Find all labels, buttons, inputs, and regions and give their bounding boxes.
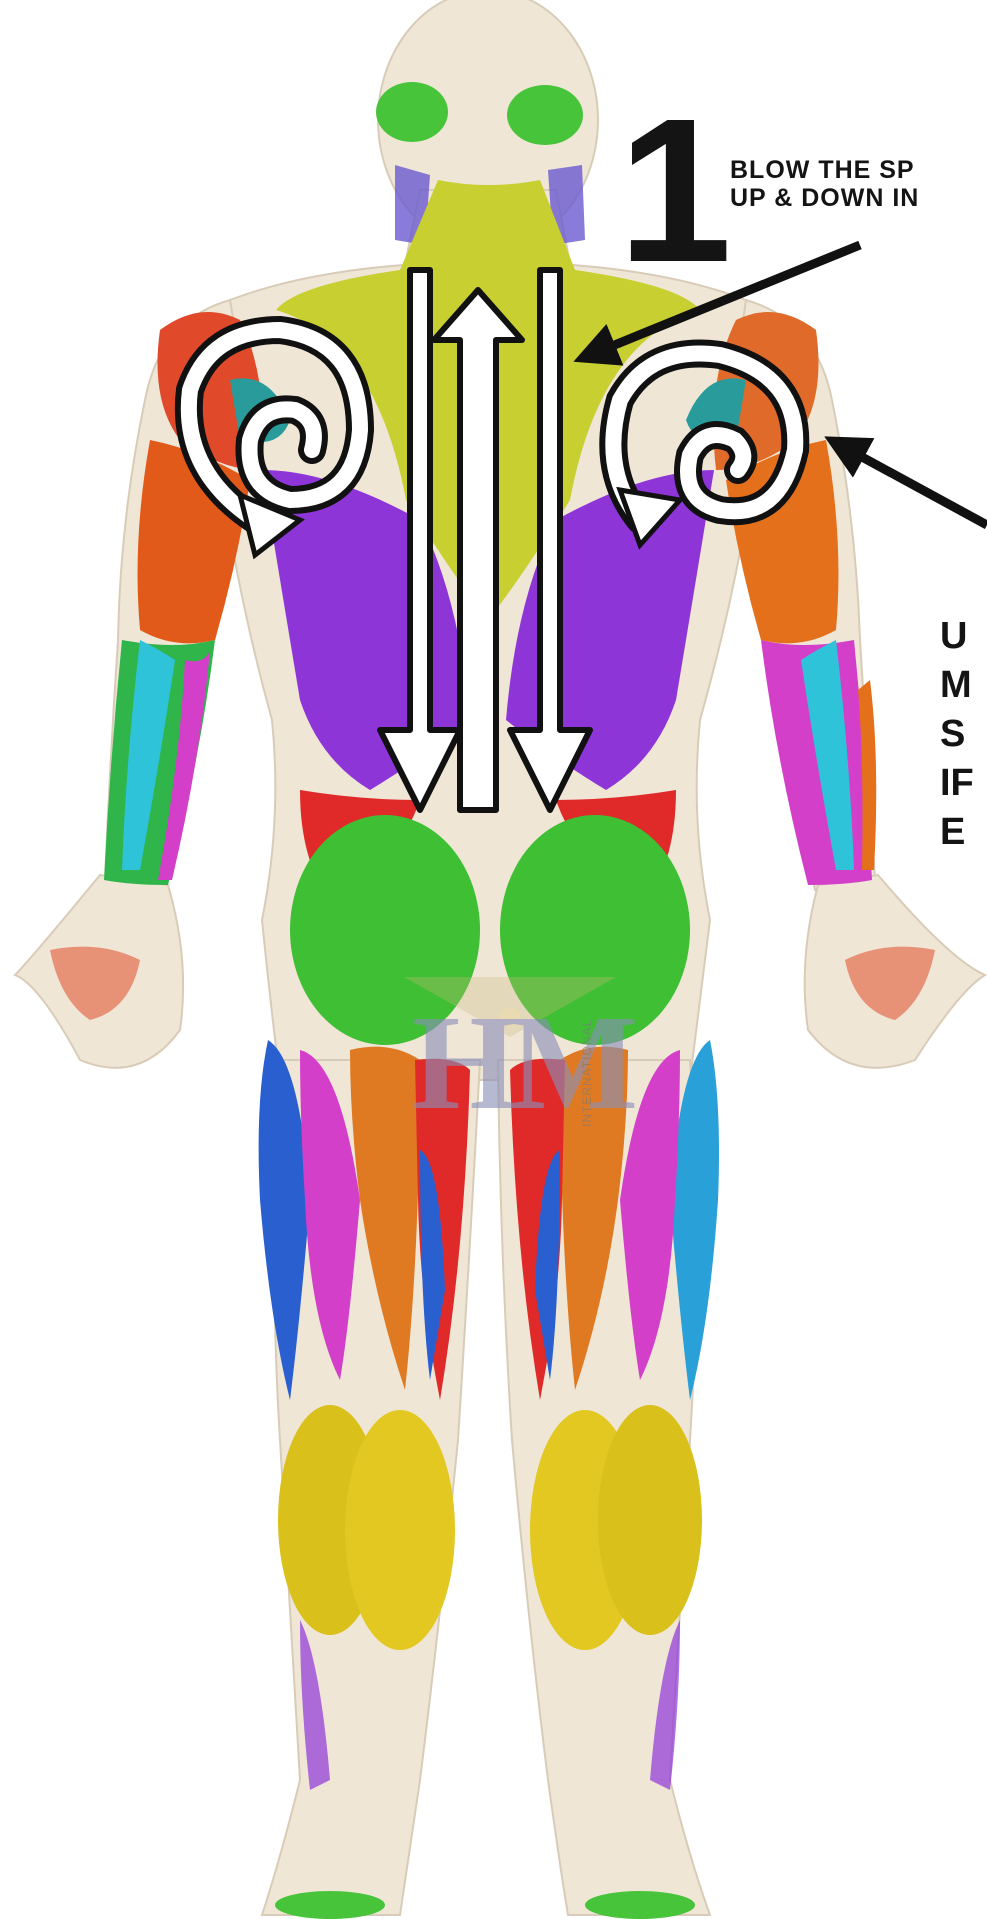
up-down-arrows-icon <box>380 270 590 810</box>
instruction-side-line-2: M <box>940 661 974 710</box>
instruction-side-line-1: U <box>940 612 974 661</box>
watermark-logo: HM INTERNATIONAL <box>404 977 616 1135</box>
instruction-side-line-3: S <box>940 710 974 759</box>
watermark-side-text: INTERNATIONAL <box>580 1019 594 1127</box>
instruction-top-line-1: BLOW THE SP <box>730 156 919 184</box>
instruction-side-line-5: E <box>940 808 974 857</box>
head-patch-right <box>507 85 583 145</box>
head-patch-left <box>376 82 448 142</box>
instruction-side-line-4: IF <box>940 759 974 808</box>
instruction-top: BLOW THE SP UP & DOWN IN <box>730 156 919 212</box>
instruction-top-line-2: UP & DOWN IN <box>730 184 919 212</box>
calf-right-outer <box>598 1405 702 1635</box>
instruction-side: U M S IF E <box>940 612 974 857</box>
watermark-letters: HM <box>412 995 630 1131</box>
calf-left-inner <box>345 1410 455 1650</box>
step-number: 1 <box>618 88 728 293</box>
